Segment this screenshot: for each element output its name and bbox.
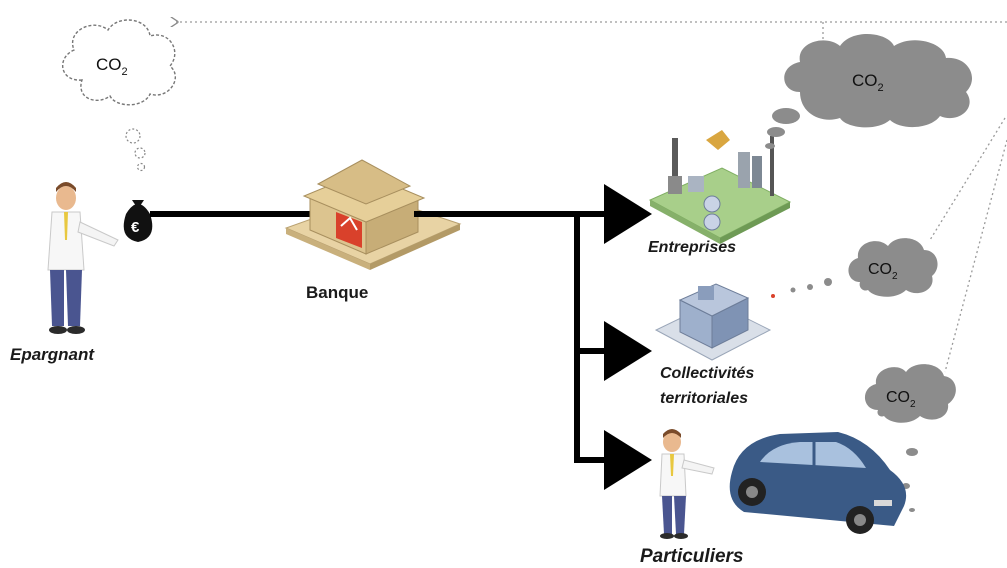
money-bag-icon: € [123,200,153,242]
authorities-label-line1: Collectivités [660,365,754,382]
authorities-emission-dots [790,278,832,293]
saver-label: Epargnant [10,345,95,364]
saver-cloud-text: CO2 [96,55,128,78]
individuals-cloud-text: CO2 [886,389,916,410]
feedback-line-individuals [944,139,1007,373]
feedback-line-authorities [929,117,1006,241]
companies-label: Entreprises [648,239,736,256]
authorities-cloud-text: CO2 [868,261,898,282]
bank-label: Banque [306,283,368,302]
bank-distribution-arrows [414,184,652,490]
companies-co2-cloud: CO2 [765,33,973,149]
car-icon [729,432,907,534]
companies-cloud-text: CO2 [852,71,884,94]
euro-symbol: € [131,219,140,236]
factory-icon [648,130,792,244]
individual-person [659,429,715,539]
saver-person [47,182,119,334]
town-hall-icon [654,283,775,361]
authorities-label-line2: territoriales [660,390,748,407]
saver-co2-cloud: CO2 [61,19,176,172]
individuals-label: Particuliers [640,546,744,567]
authorities-co2-cloud: CO2 [848,238,938,297]
individuals-co2-cloud: CO2 [864,364,956,512]
